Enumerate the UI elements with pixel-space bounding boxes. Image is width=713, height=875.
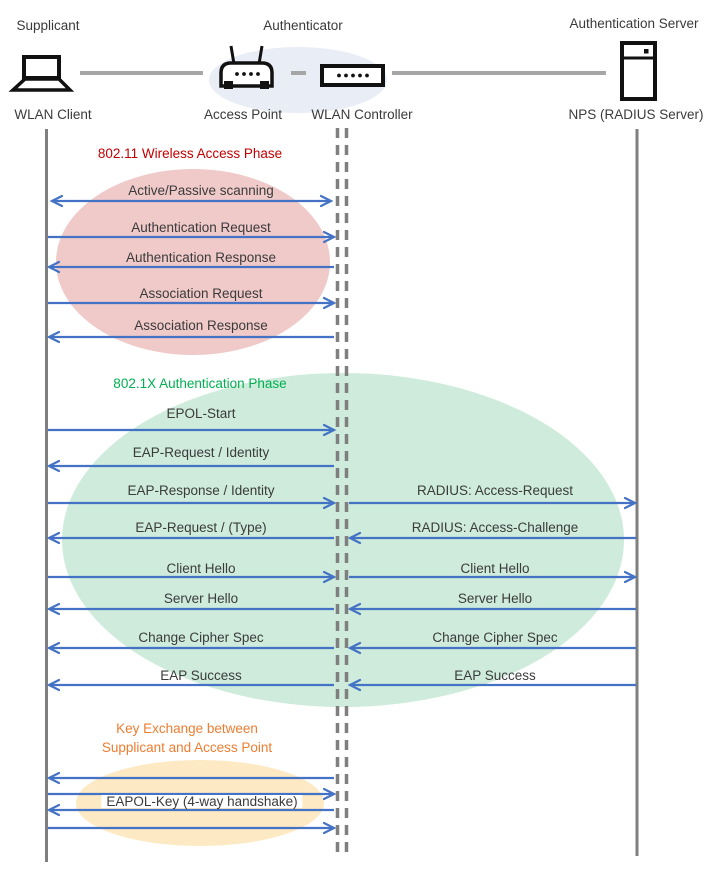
msg-epol-start: EPOL-Start bbox=[166, 406, 236, 421]
msg-eapol-key-handshake: EAPOL-Key (4-way handshake) bbox=[101, 795, 303, 808]
device-label-access-point: Access Point bbox=[203, 107, 283, 122]
msg-association-response: Association Response bbox=[134, 318, 268, 333]
phase3-title-line1: Key Exchange between bbox=[116, 721, 258, 736]
wlan-controller-icon bbox=[320, 64, 385, 87]
msg-client-hello-left: Client Hello bbox=[166, 561, 236, 576]
msg-server-hello-left: Server Hello bbox=[163, 591, 239, 606]
msg-radius-access-challenge: RADIUS: Access-Challenge bbox=[411, 520, 579, 535]
msg-eap-success-right: EAP Success bbox=[454, 668, 536, 683]
phase3-title-line2: Supplicant and Access Point bbox=[101, 740, 273, 755]
msg-server-hello-right: Server Hello bbox=[457, 591, 533, 606]
msg-change-cipher-spec-left: Change Cipher Spec bbox=[138, 630, 264, 645]
msg-client-hello-right: Client Hello bbox=[460, 561, 530, 576]
msg-authentication-response: Authentication Response bbox=[125, 250, 277, 265]
msg-eap-success-left: EAP Success bbox=[160, 668, 242, 683]
device-label-wlan-controller: WLAN Controller bbox=[311, 107, 413, 122]
msg-eap-response-identity: EAP-Response / Identity bbox=[127, 483, 275, 498]
phase1-title: 802.11 Wireless Access Phase bbox=[97, 146, 283, 161]
msg-eap-request-type: EAP-Request / (Type) bbox=[135, 520, 267, 535]
role-authenticator: Authenticator bbox=[263, 18, 343, 33]
phase1-ellipse bbox=[56, 169, 330, 355]
msg-active-passive-scanning: Active/Passive scanning bbox=[128, 183, 274, 198]
msg-eap-request-identity: EAP-Request / Identity bbox=[132, 445, 270, 460]
laptop-icon bbox=[8, 55, 75, 92]
device-label-nps: NPS (RADIUS Server) bbox=[568, 107, 704, 122]
role-authentication-server: Authentication Server bbox=[569, 16, 699, 31]
phase2-ellipse bbox=[62, 373, 624, 707]
msg-authentication-request: Authentication Request bbox=[131, 220, 271, 235]
phase2-title: 802.1X Authentication Phase bbox=[113, 376, 287, 391]
device-label-wlan-client: WLAN Client bbox=[14, 107, 92, 122]
access-point-icon bbox=[219, 45, 274, 89]
role-supplicant: Supplicant bbox=[16, 18, 80, 33]
msg-association-request: Association Request bbox=[139, 286, 263, 301]
msg-radius-access-request: RADIUS: Access-Request bbox=[416, 483, 574, 498]
server-icon bbox=[620, 41, 657, 101]
msg-change-cipher-spec-right: Change Cipher Spec bbox=[432, 630, 558, 645]
